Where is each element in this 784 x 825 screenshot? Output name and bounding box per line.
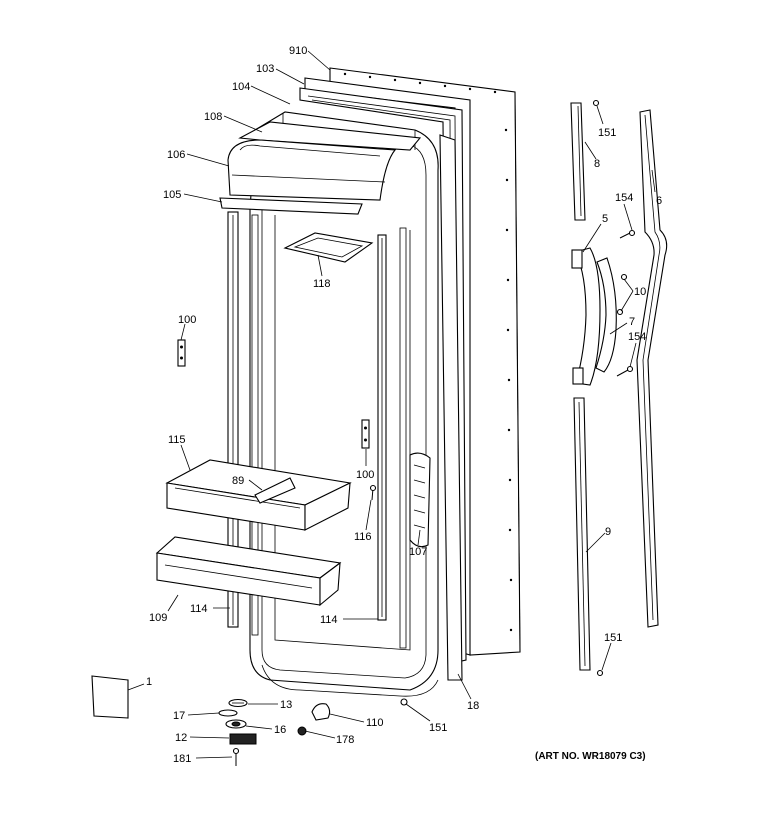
callout-6: 6 xyxy=(656,195,662,207)
callout-103: 103 xyxy=(256,63,274,75)
callout-114-right: 114 xyxy=(320,614,338,626)
screw-151-top xyxy=(592,99,600,107)
callout-17: 17 xyxy=(173,710,185,722)
bushing-16 xyxy=(225,719,247,729)
callout-107: 107 xyxy=(409,546,427,558)
callout-100-right: 100 xyxy=(356,469,374,481)
liner-inner-rail-right xyxy=(399,227,407,649)
callout-7: 7 xyxy=(629,316,635,328)
callout-118: 118 xyxy=(313,278,331,290)
callout-9: 9 xyxy=(605,526,611,538)
bracket-13 xyxy=(228,698,248,708)
strip-18 xyxy=(439,134,463,681)
callout-105: 105 xyxy=(163,189,181,201)
trim-strip-107 xyxy=(409,452,431,548)
callout-181: 181 xyxy=(173,753,191,765)
callout-labels: 910 103 104 108 106 105 118 100 115 89 1… xyxy=(146,45,662,765)
callout-106: 106 xyxy=(167,149,185,161)
right-rail xyxy=(377,234,387,621)
callout-18: 18 xyxy=(467,700,479,712)
clip-100-right xyxy=(361,419,370,449)
door-liner xyxy=(249,111,439,697)
callout-108: 108 xyxy=(204,111,222,123)
callout-114-left: 114 xyxy=(190,603,208,615)
callout-10: 10 xyxy=(634,286,646,298)
clip-100-left xyxy=(177,339,186,367)
handle-cap-9 xyxy=(573,397,591,671)
panel-screw-holes xyxy=(343,72,513,632)
callout-104: 104 xyxy=(232,81,250,93)
callout-115: 115 xyxy=(168,434,186,446)
handle-5 xyxy=(571,247,601,386)
cap-110 xyxy=(311,703,331,721)
door-bin-115 xyxy=(165,459,352,531)
callout-8: 8 xyxy=(594,158,600,170)
callout-910: 910 xyxy=(289,45,307,57)
callout-116: 116 xyxy=(354,531,372,543)
screw-154-top xyxy=(619,229,636,239)
callout-154-top: 154 xyxy=(615,192,633,204)
small-tray-118 xyxy=(283,232,374,263)
washer-178 xyxy=(297,726,307,736)
handle-cap-8 xyxy=(570,102,586,221)
spacer-17 xyxy=(218,709,238,717)
callout-13: 13 xyxy=(280,699,292,711)
callout-151-right: 151 xyxy=(604,632,622,644)
screw-154-bottom xyxy=(616,365,634,377)
pin-116 xyxy=(369,484,377,501)
hinge-12 xyxy=(229,733,257,745)
label-card-1 xyxy=(91,675,129,719)
screw-181 xyxy=(232,747,240,766)
callout-16: 16 xyxy=(274,724,286,736)
handle-insert-7 xyxy=(595,257,617,373)
top-cover-assembly xyxy=(219,121,422,215)
door-bin-109 xyxy=(155,536,342,607)
callout-151-bottom: 151 xyxy=(429,722,447,734)
callout-1: 1 xyxy=(146,676,152,688)
callout-154-bottom: 154 xyxy=(628,331,646,343)
callout-178: 178 xyxy=(336,734,354,746)
callout-151-top: 151 xyxy=(598,127,616,139)
screw-151-bottom xyxy=(400,698,408,706)
art-number: (ART NO. WR18079 C3) xyxy=(535,751,646,762)
callout-110: 110 xyxy=(366,717,384,729)
callout-100-left: 100 xyxy=(178,314,196,326)
callout-89: 89 xyxy=(232,475,244,487)
screw-151-right xyxy=(596,669,604,677)
leader-lines xyxy=(127,50,656,759)
liner-inner-rail-left xyxy=(251,214,259,636)
handle-trim-6 xyxy=(636,109,668,628)
callout-109: 109 xyxy=(149,612,167,624)
callout-12: 12 xyxy=(175,732,187,744)
callout-5: 5 xyxy=(602,213,608,225)
